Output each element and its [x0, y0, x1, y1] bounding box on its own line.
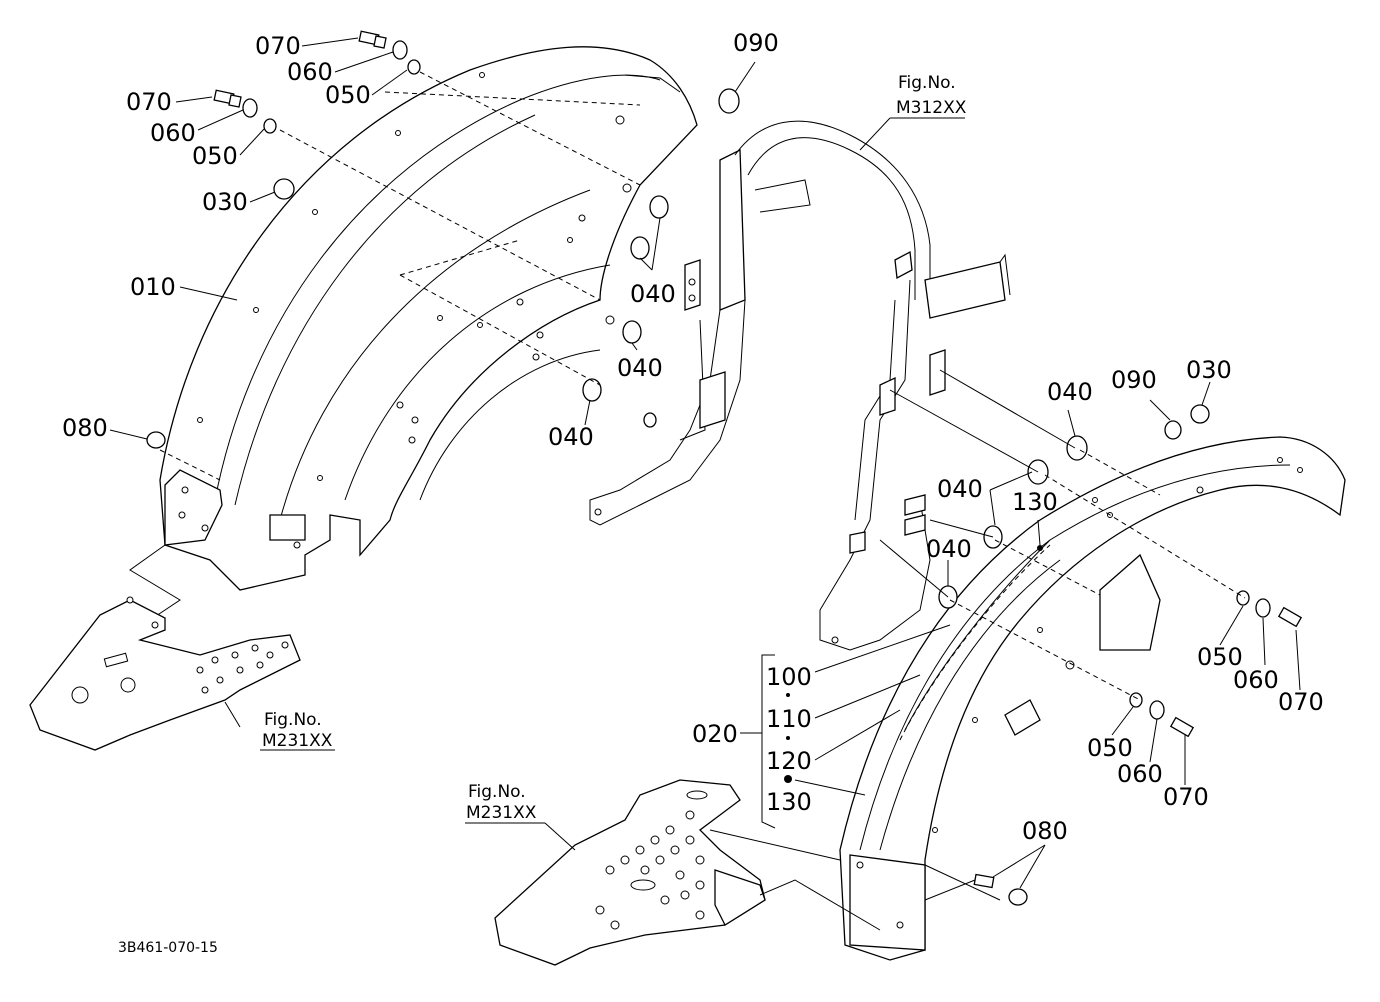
fig-ref-rops-line2: M312XX: [896, 98, 967, 118]
label-060-left-top: 060: [287, 58, 333, 86]
label-090-right: 090: [1111, 366, 1157, 394]
label-100: 100: [766, 663, 812, 691]
label-070-left-bottom: 070: [126, 88, 172, 116]
label-060-left-bottom: 060: [150, 119, 196, 147]
fig-ref-floor-left-line2: M231XX: [262, 731, 333, 751]
right-hardware: [938, 404, 1303, 906]
label-050-left-top: 050: [325, 81, 371, 109]
label-040-b: 040: [617, 354, 663, 382]
fig-ref-floor-right-line2: M231XX: [466, 803, 537, 823]
label-080-right: 080: [1022, 817, 1068, 845]
label-010: 010: [130, 273, 176, 301]
fig-ref-rops-line1: Fig.No.: [898, 73, 956, 93]
right-alignment-lines: [879, 369, 1246, 901]
label-090-left: 090: [733, 29, 779, 57]
right-fender: [839, 436, 1346, 961]
label-060-right-bottom: 060: [1117, 760, 1163, 788]
label-110: 110: [766, 705, 812, 733]
label-120: 120: [766, 747, 812, 775]
floor-plate-left: [29, 596, 301, 751]
left-hardware: [146, 30, 740, 449]
label-040-e: 040: [937, 475, 983, 503]
label-070-right-top: 070: [1278, 688, 1324, 716]
part-number-labels: 010 020 030 030 040 040 040 040 040 040 …: [62, 29, 1324, 845]
left-alignment-lines: [129, 71, 641, 621]
fig-ref-floor-left-line1: Fig.No.: [264, 710, 322, 730]
label-070-left-top: 070: [255, 32, 301, 60]
label-130-list: 130: [766, 788, 812, 816]
label-050-left-bottom: 050: [192, 142, 238, 170]
label-070-right-bottom: 070: [1163, 783, 1209, 811]
left-fender: [159, 46, 698, 591]
floor-plate-right: [494, 779, 881, 966]
figure-references: Fig.No. M312XX Fig.No. M231XX Fig.No. M2…: [262, 73, 967, 823]
label-030-right: 030: [1186, 356, 1232, 384]
label-030-left: 030: [202, 188, 248, 216]
label-040-a: 040: [630, 280, 676, 308]
label-060-right-top: 060: [1233, 666, 1279, 694]
label-040-d: 040: [1047, 378, 1093, 406]
leader-lines: [109, 37, 1301, 889]
fig-ref-floor-right-line1: Fig.No.: [468, 782, 526, 802]
label-050-right-bottom: 050: [1087, 734, 1133, 762]
label-040-c: 040: [548, 423, 594, 451]
rops-frame: [589, 120, 1011, 651]
label-050-right-top: 050: [1197, 643, 1243, 671]
label-020: 020: [692, 720, 738, 748]
label-080-left: 080: [62, 414, 108, 442]
label-040-f: 040: [926, 535, 972, 563]
label-130-right: 130: [1012, 488, 1058, 516]
drawing-code: 3B461-070-15: [118, 940, 218, 956]
